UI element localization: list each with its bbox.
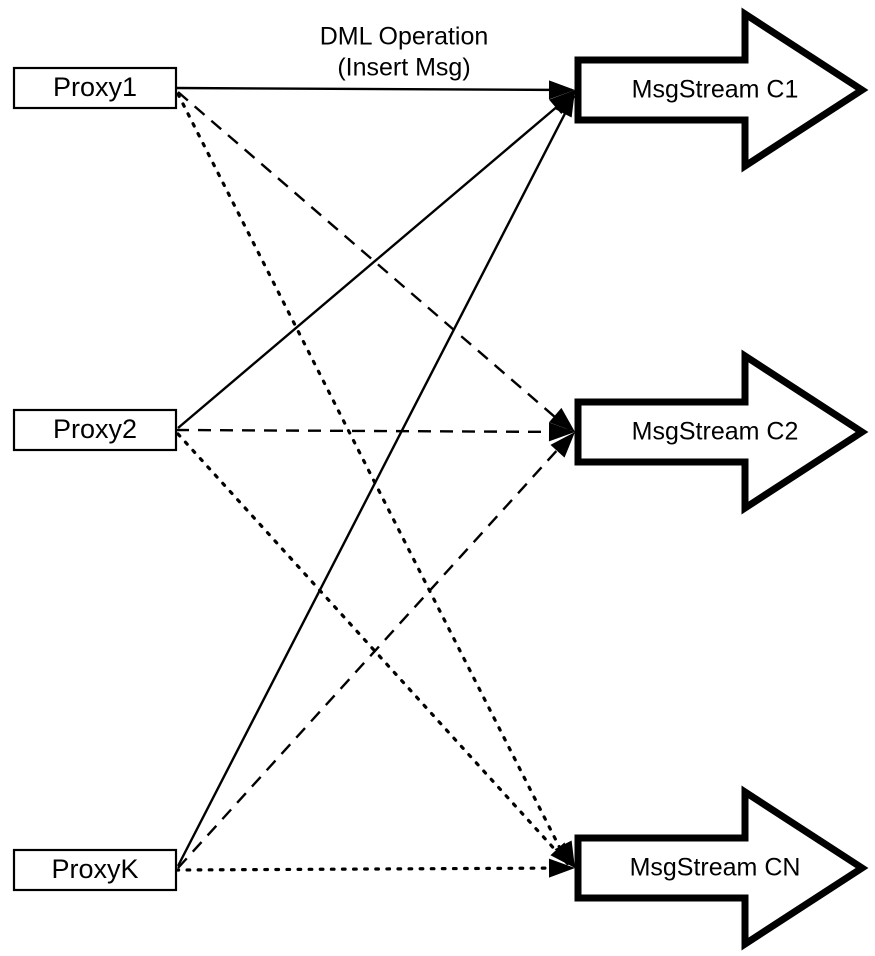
edge-proxy1-to-stream-c1	[175, 86, 573, 92]
proxyk-box[interactable]	[12, 848, 178, 892]
edge-proxyk-to-stream-c2	[177, 435, 571, 869]
edge-proxy1-to-stream-cn	[176, 92, 570, 866]
msgstream-cn-label: MsgStream CN	[630, 854, 801, 882]
edge-proxyk-to-stream-cn	[174, 866, 570, 872]
arrowhead-e_p2_cn	[550, 842, 575, 868]
arrowhead-e_pk_c1	[554, 90, 575, 118]
proxy2-node[interactable]: Proxy2	[12, 408, 178, 452]
annotation-line-1: DML Operation	[320, 23, 489, 51]
msgstream-cn[interactable]: MsgStream CN	[574, 785, 869, 951]
proxy1-box[interactable]	[12, 66, 178, 110]
arrowhead-cluster-stream-cn	[548, 840, 575, 878]
arrowhead-e_p2_c2	[548, 422, 575, 442]
arrowhead-e_p1_c1	[548, 80, 575, 100]
edge-proxyk-to-stream-c1	[176, 95, 576, 867]
msgstream-c1-shape[interactable]	[574, 7, 869, 173]
stream-layer: MsgStream C1 MsgStream C2 MsgStream CN	[574, 7, 869, 951]
arrowhead-e_p1_c2	[549, 407, 575, 432]
dml-operation-annotation: DML Operation (Insert Msg)	[320, 23, 489, 82]
proxyk-node[interactable]: ProxyK	[12, 848, 178, 892]
proxy1-node[interactable]: Proxy1	[12, 66, 178, 110]
edge-proxy2-to-stream-c1	[177, 93, 573, 429]
arrowhead-cluster-stream-c1	[548, 80, 575, 118]
arrowhead-cluster-stream-c2	[548, 407, 575, 458]
proxyk-label: ProxyK	[51, 854, 138, 884]
msgstream-c1[interactable]: MsgStream C1	[574, 7, 869, 173]
msgstream-c2-label: MsgStream C2	[632, 418, 799, 446]
edge-proxy2-to-stream-cn	[176, 432, 570, 866]
proxy2-box[interactable]	[12, 408, 178, 452]
arrowhead-layer	[548, 80, 575, 878]
msgstream-cn-shape[interactable]	[574, 785, 869, 951]
arrowhead-e_pk_c2	[550, 432, 575, 458]
msgstream-c2-shape[interactable]	[574, 349, 869, 515]
annotation-line-2: (Insert Msg)	[337, 54, 470, 82]
edge-layer	[174, 86, 576, 872]
edge-proxy2-to-stream-c2	[175, 428, 571, 434]
proxy-layer: Proxy1 Proxy2 ProxyK	[12, 66, 178, 892]
msgstream-c2[interactable]: MsgStream C2	[574, 349, 869, 515]
proxy1-label: Proxy1	[53, 72, 137, 102]
proxy2-label: Proxy2	[53, 414, 137, 444]
arrowhead-e_pk_cn	[548, 858, 575, 878]
msgstream-c1-label: MsgStream C1	[632, 76, 799, 104]
